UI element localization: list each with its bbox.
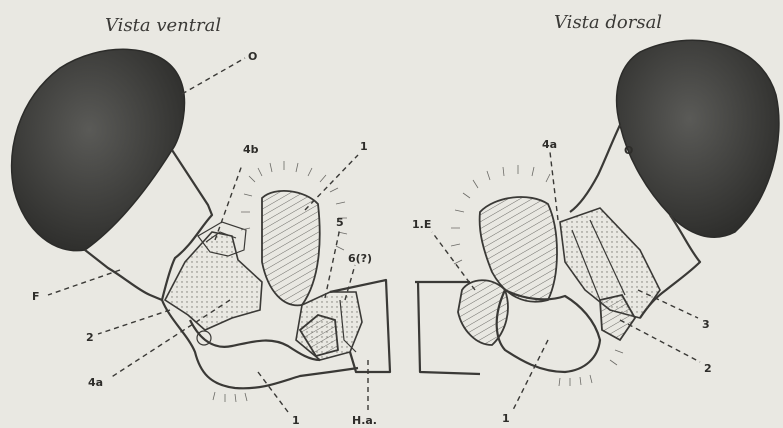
label-5: 5	[336, 216, 344, 229]
bottom-fringe-ventral	[213, 392, 247, 402]
muscle-1e	[458, 280, 508, 345]
leader-o-left	[182, 58, 245, 94]
leader-f	[48, 270, 120, 295]
title-dorsal: Vista dorsal	[554, 12, 662, 33]
compound-eye-dorsal	[617, 40, 779, 237]
label-ha: H.a.	[352, 414, 377, 427]
label-3: 3	[702, 318, 710, 331]
mandible-1-ventral	[262, 191, 320, 305]
label-1-bottom: 1	[292, 414, 300, 427]
label-1e: 1.E	[412, 218, 431, 231]
label-1-top: 1	[360, 140, 368, 153]
label-o-left: O	[248, 50, 257, 63]
label-o-right: O	[624, 144, 633, 157]
label-4b: 4b	[243, 143, 259, 156]
label-4a-right: 4a	[542, 138, 557, 151]
frontal-plate	[165, 232, 262, 330]
ventral-view	[12, 49, 390, 402]
label-6: 6(?)	[348, 252, 372, 265]
leader-2-right	[620, 320, 700, 362]
leader-1-bottom	[258, 372, 288, 412]
leader-4a-left	[110, 300, 230, 378]
leader-1-top	[305, 155, 358, 210]
central-sclerite	[497, 290, 600, 372]
dorsal-view	[415, 40, 779, 386]
label-f: F	[32, 290, 40, 303]
leader-1-right	[512, 340, 548, 412]
bottom-fringe-dorsal	[559, 350, 623, 386]
leader-4b	[215, 165, 242, 240]
leader-2-left	[98, 310, 170, 334]
label-2-left: 2	[86, 331, 94, 344]
compound-eye-ventral	[12, 49, 185, 250]
leader-5	[325, 228, 340, 298]
title-ventral: Vista ventral	[105, 15, 221, 36]
label-2-right: 2	[704, 362, 712, 375]
label-1-right: 1	[502, 412, 510, 425]
label-4a-left: 4a	[88, 376, 103, 389]
